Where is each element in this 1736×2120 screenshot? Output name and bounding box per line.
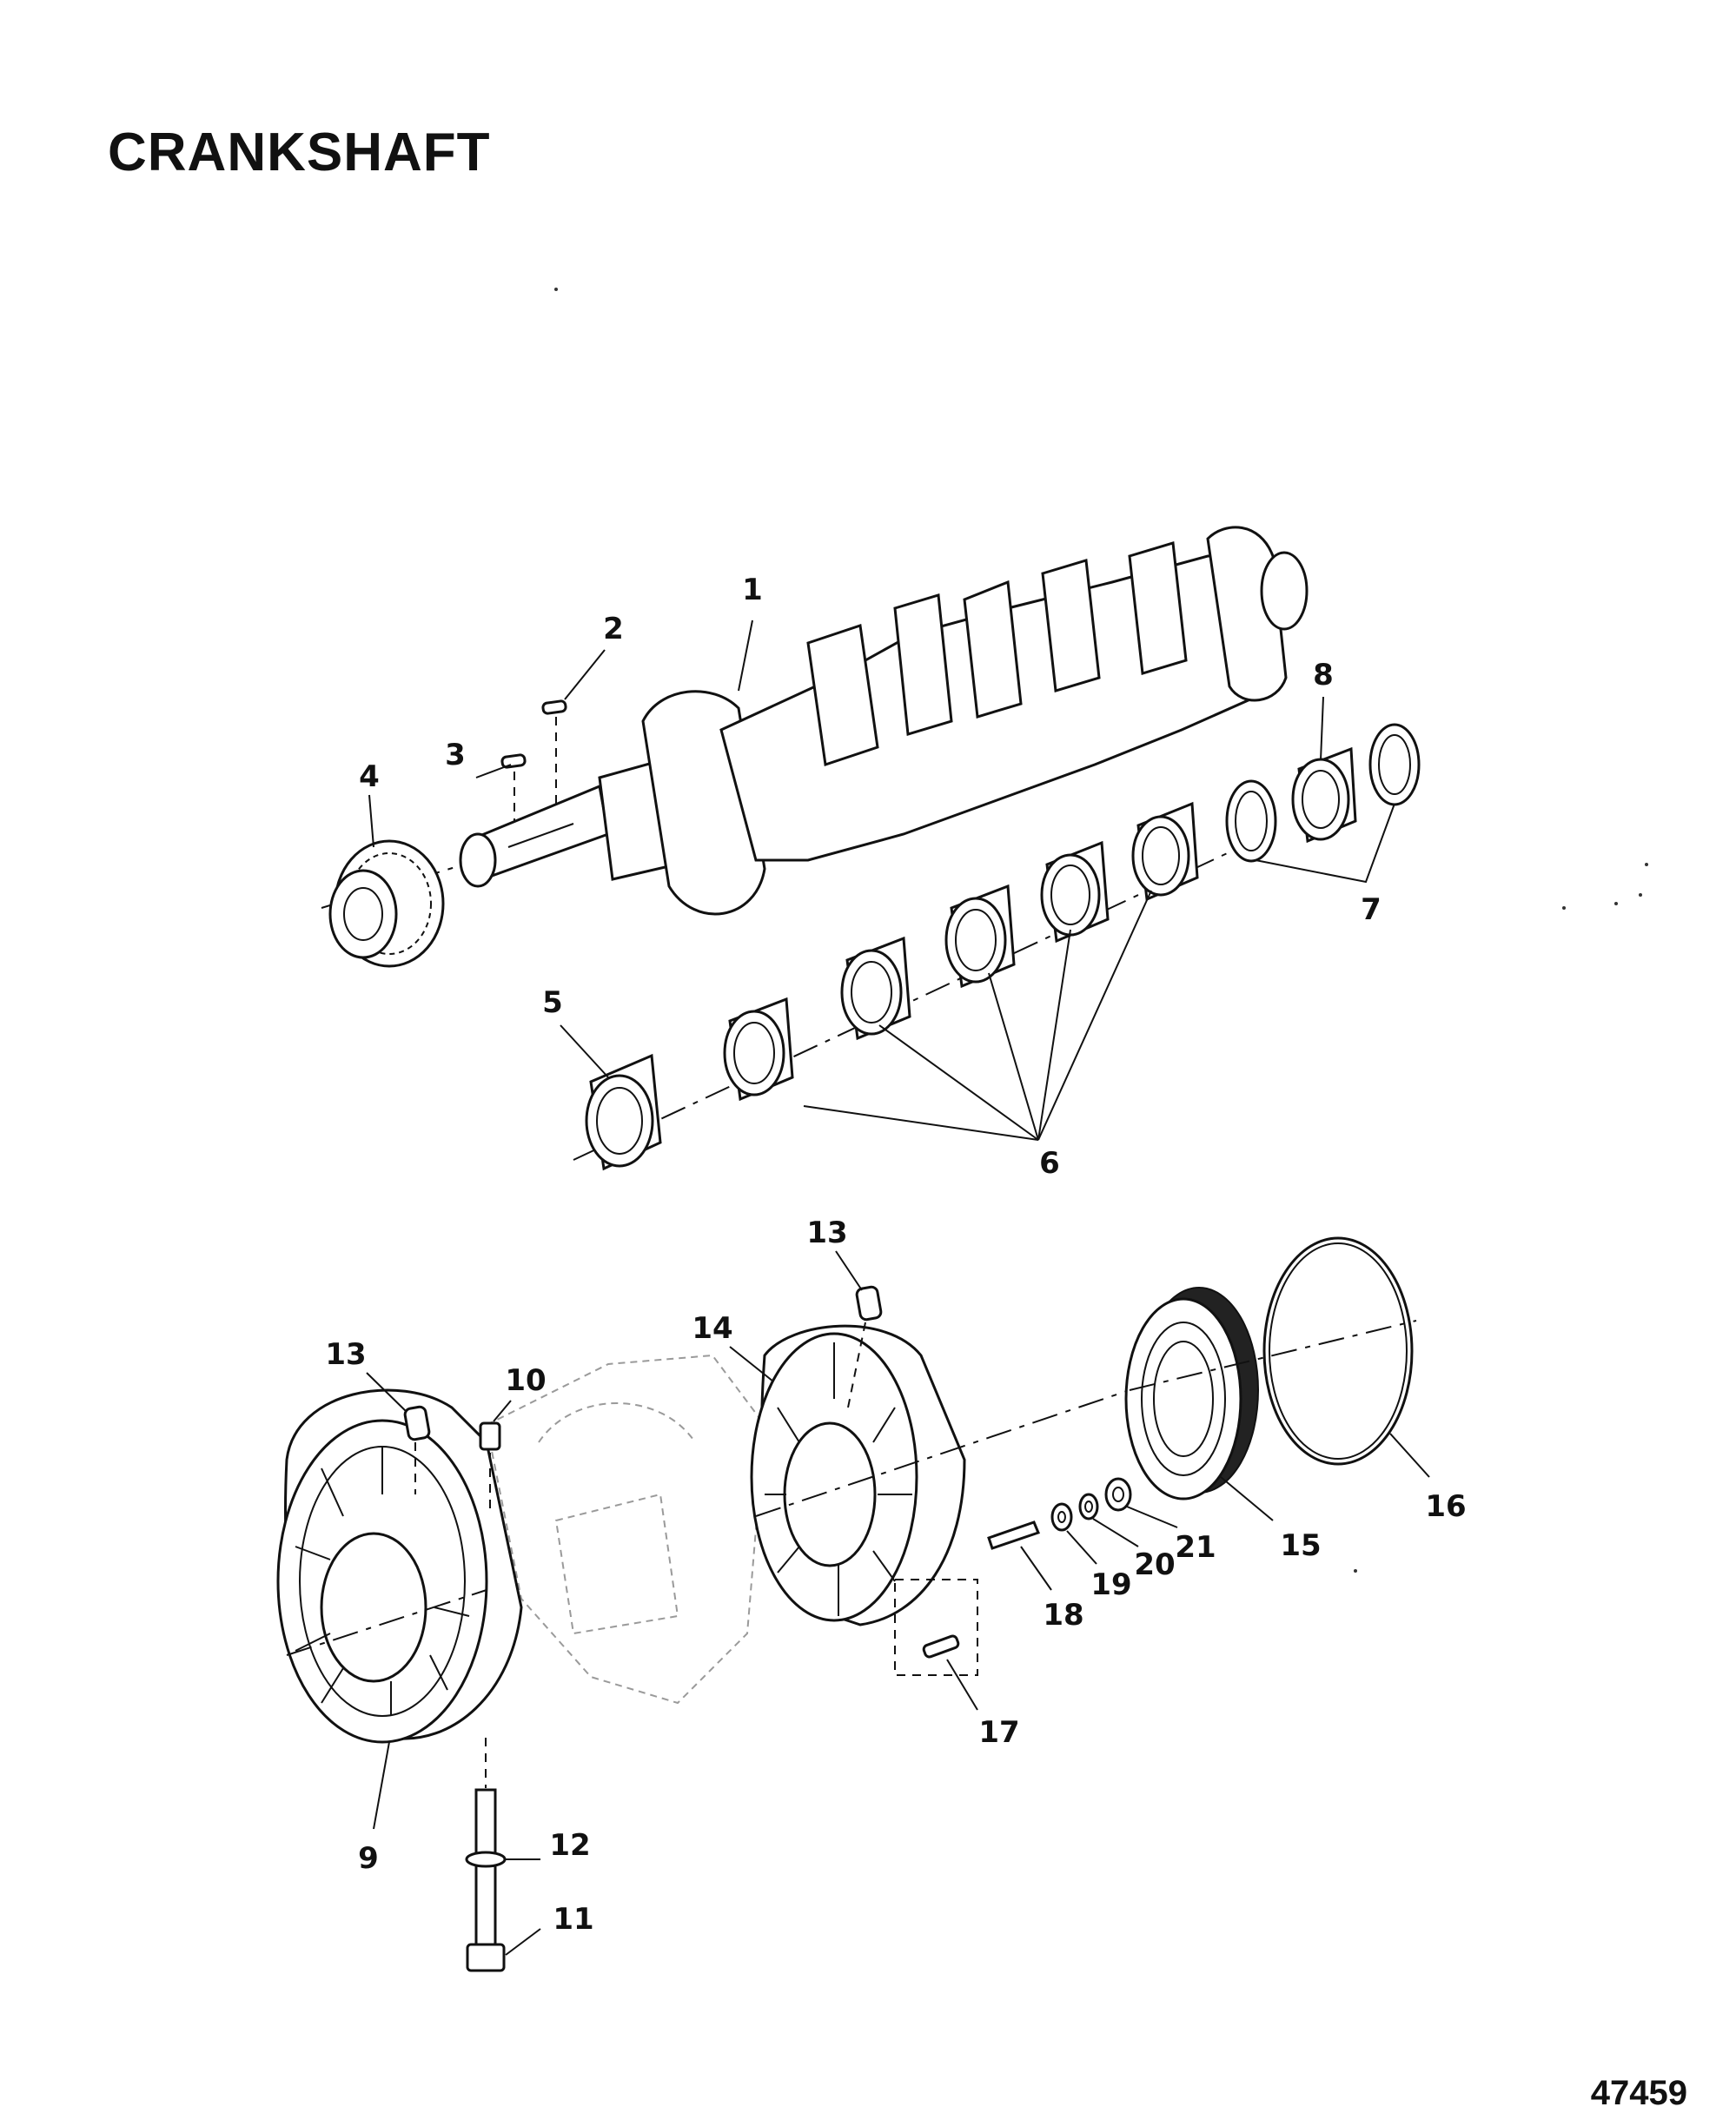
front-cover-bore [320, 1532, 427, 1683]
detail-box-17 [894, 1579, 978, 1676]
callout-14: 14 [692, 1311, 732, 1346]
bearing-6a [723, 997, 794, 1102]
dowel-13b [847, 1285, 883, 1408]
thrust-washer-7a [1225, 779, 1277, 863]
key-3 [500, 753, 527, 769]
callout-17: 17 [978, 1715, 1019, 1750]
rear-seal-drawing [1124, 1287, 1259, 1501]
leader-lines [366, 619, 1430, 1956]
key-2 [541, 699, 567, 715]
page-title: CRANKSHAFT [108, 123, 491, 182]
front-cover-ribs [295, 1447, 470, 1716]
washer-19 [1050, 1502, 1073, 1532]
web-4 [1041, 559, 1101, 692]
callout-18: 18 [1043, 1598, 1083, 1633]
o-ring-16 [1262, 1236, 1414, 1466]
washer-12 [465, 1851, 507, 1868]
bearing-6c [944, 884, 1016, 989]
seal-axis [1129, 1320, 1417, 1391]
crankshaft-gear-drawing [328, 839, 445, 968]
web-2 [893, 593, 953, 736]
gear-face [328, 869, 398, 959]
callout-10: 10 [505, 1363, 546, 1398]
seal-lip [1141, 1322, 1226, 1476]
callout-8: 8 [1313, 658, 1334, 692]
washer-20 [1078, 1493, 1099, 1520]
rear-flange [1260, 551, 1309, 631]
pin-10 [479, 1421, 501, 1512]
bolt-11 [465, 1738, 507, 1972]
main-bearings [585, 723, 1421, 1171]
callout-3: 3 [445, 738, 466, 772]
callout-13-front: 13 [325, 1337, 366, 1372]
web-5 [1128, 541, 1188, 675]
bolt-shank [474, 1788, 497, 1948]
seal-outer [1124, 1297, 1242, 1501]
bearing-6d [1040, 840, 1110, 944]
callout-labels: 1 2 3 4 5 6 7 8 9 10 11 12 13 13 14 15 1… [325, 573, 1466, 1937]
callout-20: 20 [1134, 1547, 1175, 1582]
ghost-crankshaft [485, 1354, 766, 1705]
front-cover-drawing [276, 1388, 523, 1744]
oil-pump-ribs [765, 1342, 912, 1616]
dowel-13a [403, 1405, 431, 1494]
bearing-8 [1291, 746, 1357, 844]
callout-19: 19 [1090, 1567, 1131, 1602]
callout-12: 12 [549, 1828, 590, 1863]
gear-bore [343, 887, 383, 941]
callout-11: 11 [553, 1902, 593, 1937]
bearing-6e [1131, 801, 1199, 902]
crankshaft-drawing [321, 526, 1309, 916]
callout-1: 1 [742, 573, 763, 607]
drawing-number: 47459 [1590, 2074, 1687, 2112]
callout-4: 4 [359, 759, 380, 794]
key-17 [922, 1634, 960, 1659]
callout-9: 9 [358, 1841, 379, 1876]
o-ring-16-inner [1269, 1242, 1408, 1460]
callout-7: 7 [1361, 892, 1382, 927]
callout-21: 21 [1175, 1530, 1216, 1565]
oil-pump-bore [783, 1421, 877, 1567]
callout-6: 6 [1039, 1146, 1060, 1181]
crankshaft-snout-end [459, 832, 497, 888]
callout-16: 16 [1425, 1489, 1466, 1524]
bearing-5 [585, 1053, 662, 1171]
callout-5: 5 [542, 985, 563, 1020]
callout-2: 2 [603, 612, 624, 646]
keyway-line [507, 823, 574, 848]
thrust-washer-7b [1368, 723, 1421, 806]
nut-21 [1104, 1477, 1132, 1512]
callout-13-pump: 13 [806, 1216, 847, 1250]
seal-inner [1153, 1341, 1214, 1457]
web-3 [963, 580, 1023, 719]
web-1 [806, 624, 879, 766]
shaft-18 [987, 1520, 1041, 1550]
bearing-6b [840, 936, 911, 1041]
oil-pump-housing-drawing [750, 1324, 1130, 1626]
scan-specks [554, 288, 1648, 1573]
callout-15: 15 [1280, 1528, 1321, 1563]
front-cover-axis [286, 1589, 487, 1656]
pump-axis [755, 1389, 1130, 1517]
bolt-head [466, 1943, 506, 1972]
